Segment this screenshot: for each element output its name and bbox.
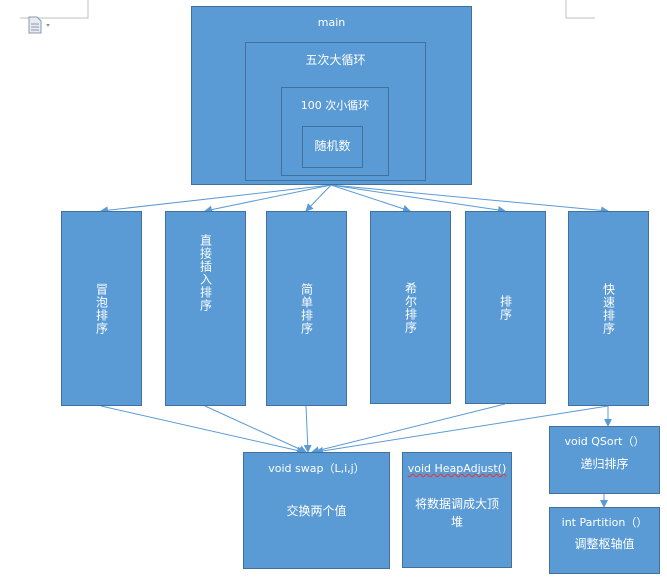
main-box: main 五次大循环 100 次小循环 随机数 (191, 6, 472, 185)
arrow-bubble-to-swap (100, 405, 305, 455)
quick-sort-box: 快速排序 (568, 211, 649, 406)
arrow-main-to-heap (330, 184, 506, 214)
arrow-select-to-swap (303, 405, 312, 453)
arrow-main-to-select (305, 184, 332, 212)
heap-adjust-signature-text: void HeapAdjust() (407, 462, 507, 475)
qsort-signature: void QSort（） (564, 435, 645, 448)
qsort-function-box: void QSort（） 递归排序 (549, 426, 660, 494)
main-label: main (317, 16, 346, 29)
insertion-sort-box: 直接插入排序 (165, 211, 246, 406)
quick-sort-label: 快速排序 (601, 282, 616, 335)
arrow-main-to-shell (330, 184, 411, 213)
document-icon[interactable] (28, 16, 56, 38)
partition-description: 调整枢轴值 (574, 537, 635, 551)
swap-description: 交换两个值 (286, 504, 347, 518)
arrow-heap-to-swap (311, 403, 506, 455)
heap-adjust-description: 将数据调成大顶堆 (414, 497, 499, 529)
shell-sort-box: 希尔排序 (370, 211, 451, 404)
arrow-main-to-insert (204, 184, 332, 214)
random-number-label: 随机数 (314, 139, 351, 153)
selection-sort-box: 简单排序 (266, 211, 347, 406)
swap-function-box: void swap（L,i,j） 交换两个值 (243, 452, 390, 569)
heap-sort-label: 排序 (498, 294, 513, 321)
selection-sort-label: 简单排序 (299, 282, 314, 335)
outer-loop-box: 五次大循环 100 次小循环 随机数 (245, 42, 426, 181)
swap-signature: void swap（L,i,j） (268, 462, 365, 475)
bubble-sort-label: 冒泡排序 (94, 282, 109, 335)
page-corner-left (20, 0, 89, 19)
arrow-main-to-bubble (100, 184, 332, 215)
outer-loop-label: 五次大循环 (305, 53, 366, 67)
arrow-insert-to-swap (204, 405, 307, 453)
arrow-quick-to-swap (315, 405, 609, 455)
heap-adjust-signature: void HeapAdjust() (403, 462, 511, 476)
inner-loop-label: 100 次小循环 (300, 99, 370, 112)
shell-sort-label: 希尔排序 (403, 281, 418, 334)
heap-adjust-box: void HeapAdjust() 将数据调成大顶堆 (402, 452, 512, 568)
partition-signature: int Partition（） (561, 516, 648, 529)
bubble-sort-box: 冒泡排序 (61, 211, 142, 406)
partition-function-box: int Partition（） 调整枢轴值 (549, 507, 660, 574)
insertion-sort-label: 直接插入排序 (198, 233, 213, 312)
arrow-main-to-quick (330, 184, 609, 215)
inner-loop-box: 100 次小循环 随机数 (281, 87, 389, 176)
heap-sort-box: 排序 (465, 211, 546, 404)
page-corner-right (565, 0, 595, 19)
qsort-description: 递归排序 (580, 457, 629, 471)
random-number-box: 随机数 (302, 126, 363, 168)
